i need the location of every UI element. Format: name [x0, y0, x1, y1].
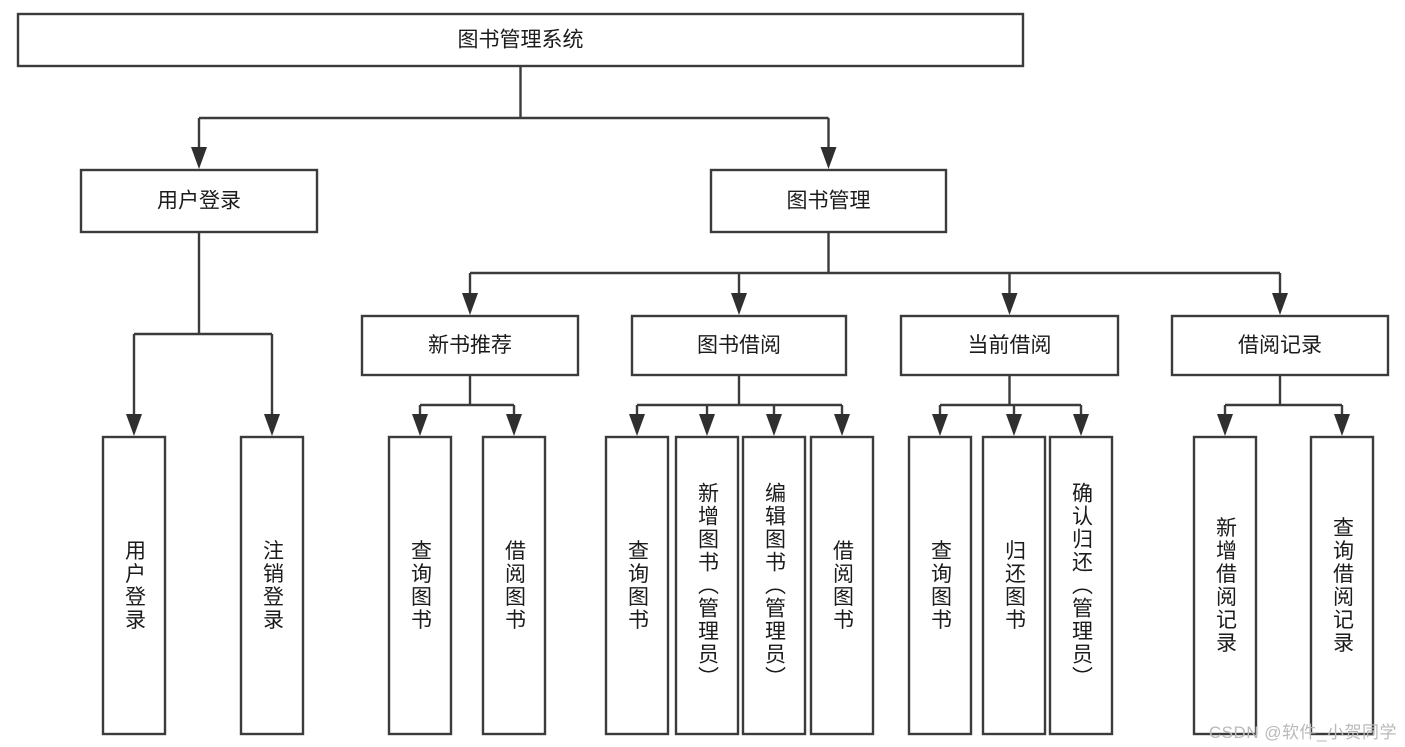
node-fn-query-book-2[interactable]: 查询图书 — [604, 435, 670, 736]
node-box[interactable] — [481, 435, 547, 736]
node-fn-query-book-1[interactable]: 查询图书 — [387, 435, 453, 736]
arrow-head-icon — [1006, 414, 1022, 436]
arrow-head-icon — [264, 414, 280, 436]
node-label: 查询图书 — [929, 540, 953, 632]
connector-layer — [126, 66, 1350, 436]
node-label: 图书管理 — [787, 190, 871, 213]
node-box[interactable] — [239, 435, 305, 736]
arrow-head-icon — [731, 293, 747, 315]
watermark-label: CSDN @软件_小贺同学 — [1208, 723, 1397, 742]
arrow-head-icon — [629, 414, 645, 436]
node-box[interactable] — [899, 314, 1120, 377]
node-box[interactable] — [387, 435, 453, 736]
node-label: 归还图书 — [1003, 540, 1027, 632]
node-box[interactable] — [1192, 435, 1258, 736]
connector-group-new-book-rec — [412, 375, 522, 436]
node-label: 借阅记录 — [1238, 334, 1322, 357]
node-label: 注销登录 — [261, 540, 285, 632]
node-box[interactable] — [1309, 435, 1375, 736]
node-box[interactable] — [981, 435, 1047, 736]
node-fn-logout[interactable]: 注销登录 — [239, 435, 305, 736]
node-fn-borrow-book-2[interactable]: 借阅图书 — [809, 435, 875, 736]
node-fn-add-book[interactable]: 新增图书（管理员） — [674, 435, 740, 736]
arrow-head-icon — [412, 414, 428, 436]
node-user-login[interactable]: 用户登录 — [79, 168, 319, 234]
connector-group-borrow-record — [1217, 375, 1350, 436]
arrow-head-icon — [1001, 293, 1018, 315]
connector-group-root — [191, 66, 837, 169]
arrow-head-icon — [506, 414, 522, 436]
node-layer: 图书管理系统用户登录图书管理新书推荐图书借阅当前借阅借阅记录用户登录注销登录查询… — [16, 12, 1390, 736]
node-fn-confirm-return[interactable]: 确认归还（管理员） — [1048, 435, 1114, 736]
node-label: 用户登录 — [157, 190, 241, 213]
arrow-head-icon — [1334, 414, 1350, 436]
node-box[interactable] — [101, 435, 167, 736]
node-box[interactable] — [79, 168, 319, 234]
node-box[interactable] — [809, 435, 875, 736]
arrow-head-icon — [699, 414, 715, 436]
arrow-head-icon — [820, 147, 837, 169]
node-label: 借阅图书 — [831, 540, 855, 632]
node-book-borrow[interactable]: 图书借阅 — [630, 314, 848, 377]
arrow-head-icon — [1073, 414, 1089, 436]
node-label: 用户登录 — [123, 540, 147, 632]
arrow-head-icon — [191, 147, 207, 169]
node-fn-query-book-3[interactable]: 查询图书 — [907, 435, 973, 736]
node-fn-borrow-book-1[interactable]: 借阅图书 — [481, 435, 547, 736]
node-box[interactable] — [16, 12, 1025, 68]
node-fn-return-book[interactable]: 归还图书 — [981, 435, 1047, 736]
node-box[interactable] — [907, 435, 973, 736]
node-label: 借阅图书 — [503, 540, 527, 632]
node-label: 新增借阅记录 — [1214, 517, 1238, 655]
arrow-head-icon — [1272, 293, 1288, 315]
node-label: 确认归还（管理员） — [1070, 482, 1094, 689]
connector-group-book-borrow — [629, 375, 850, 436]
node-box[interactable] — [630, 314, 848, 377]
node-box[interactable] — [709, 168, 948, 234]
node-fn-edit-book[interactable]: 编辑图书（管理员） — [741, 435, 807, 736]
arrow-head-icon — [1217, 414, 1233, 436]
arrow-head-icon — [834, 414, 850, 436]
node-fn-add-record[interactable]: 新增借阅记录 — [1192, 435, 1258, 736]
node-label: 查询借阅记录 — [1331, 517, 1355, 655]
node-root[interactable]: 图书管理系统 — [16, 12, 1025, 68]
node-label: 查询图书 — [409, 540, 433, 632]
node-box[interactable] — [360, 314, 580, 377]
arrow-head-icon — [766, 414, 782, 436]
arrow-head-icon — [126, 414, 142, 436]
node-borrow-record[interactable]: 借阅记录 — [1170, 314, 1390, 377]
connector-group-book-manage — [462, 232, 1288, 315]
node-label: 新增图书（管理员） — [696, 482, 720, 689]
node-label: 新书推荐 — [428, 334, 512, 357]
node-label: 编辑图书（管理员） — [763, 482, 787, 689]
connector-group-user-login — [126, 232, 280, 436]
node-new-book-rec[interactable]: 新书推荐 — [360, 314, 580, 377]
node-box[interactable] — [1048, 435, 1114, 736]
node-box[interactable] — [674, 435, 740, 736]
node-box[interactable] — [1170, 314, 1390, 377]
node-label: 当前借阅 — [968, 334, 1052, 357]
connector-group-current-borrow — [932, 375, 1089, 436]
node-label: 图书管理系统 — [458, 29, 584, 52]
node-current-borrow[interactable]: 当前借阅 — [899, 314, 1120, 377]
node-book-manage[interactable]: 图书管理 — [709, 168, 948, 234]
node-label: 查询图书 — [626, 540, 650, 632]
node-label: 图书借阅 — [697, 334, 781, 357]
node-fn-user-login[interactable]: 用户登录 — [101, 435, 167, 736]
node-box[interactable] — [741, 435, 807, 736]
arrow-head-icon — [932, 414, 948, 436]
node-box[interactable] — [604, 435, 670, 736]
node-fn-query-record[interactable]: 查询借阅记录 — [1309, 435, 1375, 736]
arrow-head-icon — [462, 293, 478, 315]
